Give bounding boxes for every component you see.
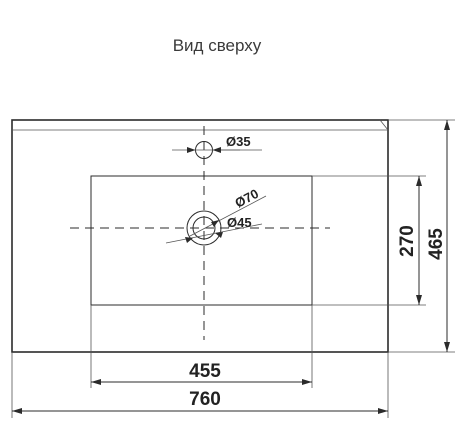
tap-hole: [172, 141, 262, 159]
drain-inner-diameter-label: Ø45: [227, 215, 252, 230]
bowl-width-dimension: [90, 352, 313, 388]
countertop-outline: [11, 119, 389, 353]
drain: [165, 195, 267, 246]
total-depth-label: 465: [426, 228, 447, 260]
bowl-depth-label: 270: [397, 225, 418, 257]
view-title: Вид сверху: [173, 36, 262, 55]
bowl-width-label: 455: [189, 361, 221, 382]
total-width-label: 760: [189, 389, 221, 410]
drain-outer-diameter-label: Ø70: [232, 186, 261, 211]
bowl-depth-dimension: [312, 175, 426, 306]
tap-hole-diameter-label: Ø35: [226, 134, 251, 149]
total-width-dimension: [11, 352, 389, 418]
bowl-outline: [90, 175, 313, 352]
total-depth-dimension: [388, 119, 455, 353]
